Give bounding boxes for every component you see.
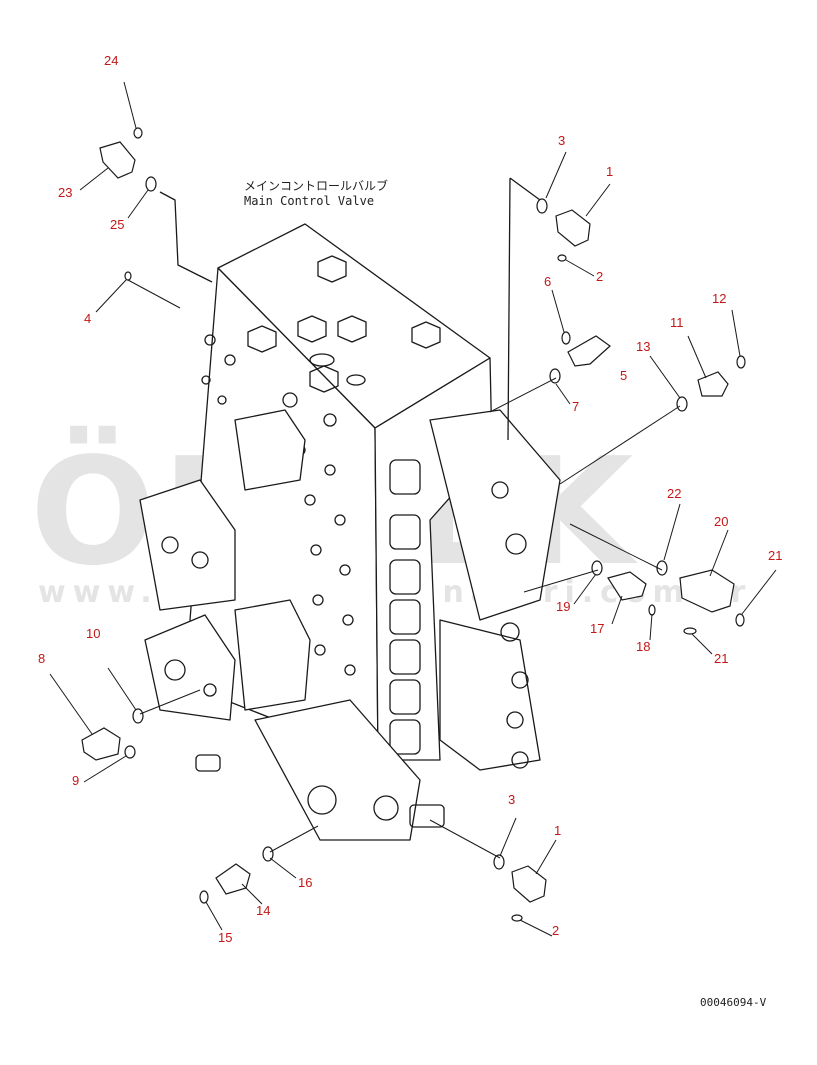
top-bolts <box>247 255 441 393</box>
callout-2-top[interactable]: 2 <box>596 269 604 284</box>
callout-5[interactable]: 5 <box>620 368 628 383</box>
callout-3-bottom[interactable]: 3 <box>508 792 516 807</box>
callout-15[interactable]: 15 <box>218 930 233 945</box>
callout-10[interactable]: 10 <box>86 626 101 641</box>
callout-14[interactable]: 14 <box>256 903 271 918</box>
leader-bracket-top-right <box>507 177 541 441</box>
left-valve-blocks <box>139 409 311 772</box>
bottom-block <box>254 699 445 841</box>
callout-22[interactable]: 22 <box>667 486 682 501</box>
callout-21-low[interactable]: 21 <box>714 651 729 666</box>
callout-9[interactable]: 9 <box>72 773 80 788</box>
callout-12[interactable]: 12 <box>712 291 727 306</box>
callout-4[interactable]: 4 <box>84 311 92 326</box>
callout-3-top[interactable]: 3 <box>558 133 566 148</box>
callout-18[interactable]: 18 <box>636 639 651 654</box>
callout-24[interactable]: 24 <box>104 53 119 68</box>
callout-16[interactable]: 16 <box>298 875 313 890</box>
callout-17[interactable]: 17 <box>590 621 605 636</box>
callout-7[interactable]: 7 <box>572 399 580 414</box>
leader-lines <box>49 81 777 937</box>
callout-1-top[interactable]: 1 <box>606 164 614 179</box>
right-face-spools <box>389 409 561 771</box>
callout-25[interactable]: 25 <box>110 217 125 232</box>
callout-6[interactable]: 6 <box>544 274 552 289</box>
callout-2-bottom[interactable]: 2 <box>552 923 560 938</box>
callout-13[interactable]: 13 <box>636 339 651 354</box>
title-english: Main Control Valve <box>244 194 375 208</box>
callout-1-bottom[interactable]: 1 <box>554 823 562 838</box>
exploded-parts <box>81 127 746 922</box>
callout-23[interactable]: 23 <box>58 185 73 200</box>
title-japanese: メインコントロールバルブ <box>244 179 389 193</box>
callout-20[interactable]: 20 <box>714 514 729 529</box>
pipe-top-left <box>159 191 213 283</box>
callout-11[interactable]: 11 <box>670 315 684 330</box>
callout-19[interactable]: 19 <box>556 599 571 614</box>
callout-8[interactable]: 8 <box>38 651 46 666</box>
drawing-code: 00046094-V <box>700 996 767 1009</box>
callout-21-right[interactable]: 21 <box>768 548 783 563</box>
